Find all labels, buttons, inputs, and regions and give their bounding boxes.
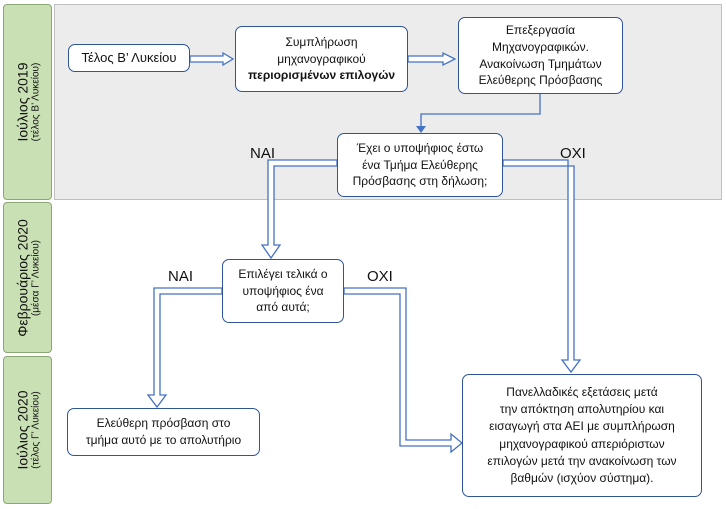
node-text-line: Πανελλαδικές εξετάσεις μετά (506, 385, 658, 400)
branch-label-q1-no: ΟΧΙ (560, 145, 586, 162)
node-text-line: Ελεύθερης Πρόσβασης (478, 73, 603, 88)
branch-label-q1-yes: ΝΑΙ (250, 145, 276, 162)
arrow-q2-no (343, 287, 464, 454)
arrow-q2-yes (146, 287, 223, 409)
node-end-b-lykeiou: Τέλος Β’ Λυκείου (68, 44, 190, 72)
node-text-line: Συμπλήρωση (285, 35, 358, 50)
row-band-feb-2020 (54, 201, 722, 354)
node-text-line: ένα Τμήμα Ελεύθερης (362, 157, 478, 172)
row-label-july-2019: Ιούλιος 2019 (τέλος Β’ Λυκείου) (3, 4, 52, 200)
node-text-line: περιορισμένων επιλογών (247, 68, 396, 83)
node-question-free-access: Έχει ο υποψήφιος έστω ένα Τμήμα Ελεύθερη… (337, 133, 503, 197)
node-text: Τέλος Β’ Λυκείου (81, 50, 177, 66)
node-text-line: Επεξεργασία (505, 23, 576, 38)
node-text-line: μηχανογραφικού (277, 51, 366, 66)
node-question-choose: Επιλέγει τελικά ο υποψήφιος ένα από αυτά… (222, 259, 344, 323)
arrow-process-to-q1-head (416, 126, 426, 133)
arrow-fill-to-process (407, 51, 457, 67)
node-text-line: μηχανογραφικού απεριόριστων (499, 436, 665, 451)
node-text-line: υποψήφιος ένα (242, 283, 324, 298)
node-text-line: Ανακοίνωση Τμημάτων (479, 56, 602, 71)
node-fill-application: Συμπλήρωση μηχανογραφικού περιορισμένων … (235, 26, 408, 92)
node-text-line: τμήμα αυτό με το απολυτήριο (85, 433, 242, 447)
arrow-q1-no (502, 159, 582, 374)
node-text-line: Έχει ο υποψήφιος έστω (356, 141, 484, 156)
node-text-line: Πρόσβασης στη δήλωση; (352, 174, 488, 189)
row-label-july-2020: Ιούλιος 2020 (τέλος Γ’ Λυκείου) (3, 356, 52, 504)
arrow-endb-to-fill (189, 51, 235, 67)
node-text-line: Ελεύθερη πρόσβαση στο (96, 416, 231, 431)
node-text-line: Επιλέγει τελικά ο (238, 267, 328, 282)
node-text-line: από αυτά; (256, 300, 310, 315)
node-text-line: εισαγωγή στα ΑΕΙ με συμπλήρωση (489, 419, 675, 434)
node-national-exams: Πανελλαδικές εξετάσεις μετά την απόκτηση… (462, 374, 702, 497)
node-text-line: την απόκτηση απολυτηρίου και (499, 402, 665, 417)
node-text-line: βαθμών (ισχύον σύστημα). (510, 470, 654, 485)
node-text-line: Μηχανογραφικών. (491, 39, 590, 54)
branch-label-q2-no: ΟΧΙ (367, 268, 393, 285)
arrow-process-to-q1 (420, 94, 541, 127)
node-processing: Επεξεργασία Μηχανογραφικών. Ανακοίνωση Τ… (458, 17, 623, 94)
node-free-access: Ελεύθερη πρόσβαση στο τμήμα αυτό με το α… (67, 408, 260, 456)
arrow-q1-yes (260, 159, 338, 260)
branch-label-q2-yes: ΝΑΙ (168, 268, 194, 285)
node-text-line: επιλογών μετά την ανακοίνωση των (487, 453, 677, 468)
row-label-feb-2020: Φεβρουάριος 2020 (μέσα Γ’ Λυκείου) (3, 202, 52, 353)
